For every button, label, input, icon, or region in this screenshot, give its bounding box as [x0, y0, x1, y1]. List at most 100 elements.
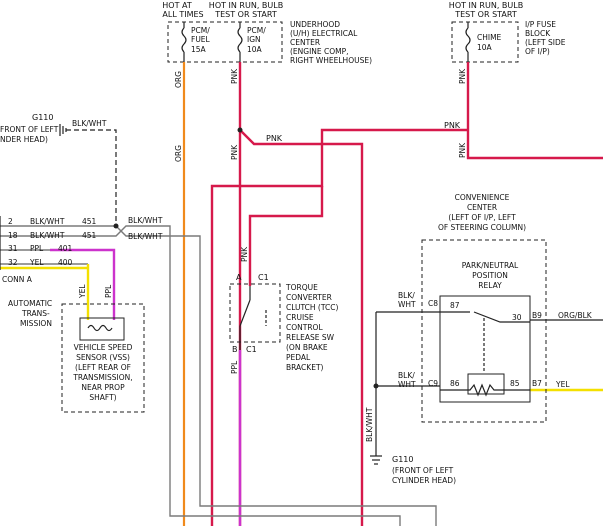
vss-desc-5: NEAR PROP [81, 383, 125, 392]
chime-fuse-line1: CHIME [477, 33, 502, 42]
tcc-desc-9: BRACKET) [286, 363, 324, 372]
relay-pin-85: 85 [510, 379, 520, 388]
conn-pin-32: 32 [8, 258, 18, 267]
tcc-desc-5: CONTROL [286, 323, 323, 332]
conn-pin-2: 2 [8, 217, 13, 226]
chime-fuse-icon [465, 27, 471, 53]
tcc-switch-blade [239, 299, 251, 327]
pnk-wire-tcc [248, 186, 324, 286]
tcc-desc-8: PEDAL [286, 353, 311, 362]
fuse1-icon [181, 27, 187, 53]
tcc-pin-a: A [236, 273, 242, 282]
splice-blkwht [113, 223, 119, 229]
relay-pin-86: 86 [450, 379, 460, 388]
conv-center-1: CONVENIENCE [455, 193, 510, 202]
g110-left-desc-2: NDER HEAD) [0, 135, 48, 144]
conn-pin-31: 31 [8, 244, 18, 253]
pcm-connector-a: 2 BLK/WHT 451 18 BLK/WHT 451 31 PPL 401 … [0, 216, 97, 284]
relay-title-3: RELAY [478, 281, 502, 290]
vss-desc-4: TRANSMISSION, [72, 373, 132, 382]
underhood-desc-5: RIGHT WHEELHOUSE) [290, 56, 372, 65]
org-label-2: ORG [174, 145, 183, 162]
orgblk-label: ORG/BLK [558, 311, 593, 320]
hot-in-run-left-2: TEST OR START [214, 10, 277, 19]
pnk-label-rh: PNK [444, 121, 461, 130]
blk-c9-label-2: WHT [398, 380, 416, 389]
conv-center-2: CENTER [467, 203, 497, 212]
blk-c8-label-2: WHT [398, 300, 416, 309]
underhood-desc-1: UNDERHOOD [290, 20, 340, 29]
fuse1-line3: 15A [191, 45, 207, 54]
pnk-label-h: PNK [266, 134, 283, 143]
relay-armature [473, 311, 530, 323]
ip-fuse-desc-3: (LEFT SIDE [525, 38, 566, 47]
org-label-1: ORG [174, 71, 183, 88]
ip-fuse-desc-2: BLOCK [525, 29, 551, 38]
fuse2-line1: PCM/ [247, 26, 266, 35]
blkwht-label-g110: BLK/WHT [72, 119, 107, 128]
relay-pin-87: 87 [450, 301, 460, 310]
yel-label-right: YEL [555, 380, 570, 389]
blkwht-label-r1: BLK/WHT [128, 216, 163, 225]
relay-c8: C8 [428, 299, 438, 308]
pnk-wire-branch [239, 129, 364, 526]
relay-body [439, 295, 531, 403]
hot-in-run-right-2: TEST OR START [454, 10, 517, 19]
conv-center-outline [421, 239, 547, 423]
fuse2-line3: 10A [247, 45, 263, 54]
tcc-c1-top: C1 [258, 273, 269, 282]
pnk-label-1: PNK [230, 68, 239, 84]
convenience-center: CONVENIENCE CENTER (LEFT OF I/P, LEFT OF… [421, 193, 547, 423]
tcc-release-switch: A C1 B C1 TORQUE CONVERTER CLUTCH (TCC) … [229, 273, 338, 372]
g110-bottom-desc-1: (FRONT OF LEFT [392, 466, 454, 475]
chime-fuse-line2: 10A [477, 43, 493, 52]
ip-fuse-box-outline [451, 21, 519, 63]
tcc-desc-7: (ON BRAKE [286, 343, 328, 352]
blkwht-wire-451a [0, 225, 437, 526]
blk-c9-label-1: BLK/ [398, 371, 415, 380]
tcc-desc-1: TORQUE [285, 283, 318, 292]
tcc-pin-b: B [232, 345, 238, 354]
tcc-desc-3: CLUTCH (TCC) [286, 303, 338, 312]
underhood-fuse-box: HOT AT ALL TIMES HOT IN RUN, BULB TEST O… [162, 1, 372, 65]
hot-at-all-times-2: ALL TIMES [162, 10, 203, 19]
vss-desc-1: VEHICLE SPEED [74, 343, 133, 352]
ip-fuse-block: HOT IN RUN, BULB TEST OR START CHIME 10A… [449, 1, 566, 63]
conv-center-4: OF STEERING COLUMN) [438, 223, 526, 232]
conn-color-31: PPL [30, 244, 44, 253]
hot-at-all-times-1: HOT AT [162, 1, 192, 10]
blkwht-wire-451b [0, 225, 401, 526]
blkwht-g110-wire [66, 129, 117, 226]
fuse1-line1: PCM/ [191, 26, 210, 35]
underhood-box-outline [167, 21, 283, 63]
conn-color-2: BLK/WHT [30, 217, 65, 226]
conn-color-32: YEL [29, 258, 44, 267]
relay-pin-30: 30 [512, 313, 522, 322]
ip-fuse-desc-4: OF I/P) [525, 47, 550, 56]
conv-center-3: (LEFT OF I/P, LEFT [448, 213, 516, 222]
underhood-desc-4: (ENGINE COMP, [290, 47, 349, 56]
relay-coil-icon [440, 383, 530, 397]
ppl-label-switch: PPL [230, 360, 239, 374]
fuse1-line2: FUEL [191, 35, 211, 44]
relay-title-2: POSITION [472, 271, 508, 280]
relay-b7: B7 [532, 379, 542, 388]
tcc-desc-2: CONVERTER [286, 293, 332, 302]
splice-relay [373, 383, 379, 389]
g110-bottom-desc-2: CYLINDER HEAD) [392, 476, 456, 485]
conn-circuit-18: 451 [82, 231, 97, 240]
tcc-box-outline [229, 283, 281, 343]
ground-g110-bottom: G110 (FRONT OF LEFT CYLINDER HEAD) [370, 455, 456, 485]
g110-left-desc-1: FRONT OF LEFT [0, 125, 59, 134]
relay-c9: C9 [428, 379, 438, 388]
underhood-desc-2: (U/H) ELECTRICAL [290, 29, 358, 38]
relay-title-1: PARK/NEUTRAL [462, 261, 519, 270]
pnk-label-switch: PNK [240, 246, 249, 262]
auto-trans-2: TRANS- [21, 309, 50, 318]
pnk-label-rv2: PNK [458, 142, 467, 158]
fuse2-line2: IGN [247, 35, 261, 44]
relay-b9: B9 [532, 311, 542, 320]
g110-left-id: G110 [32, 113, 53, 122]
relay-coil-box [467, 373, 505, 395]
